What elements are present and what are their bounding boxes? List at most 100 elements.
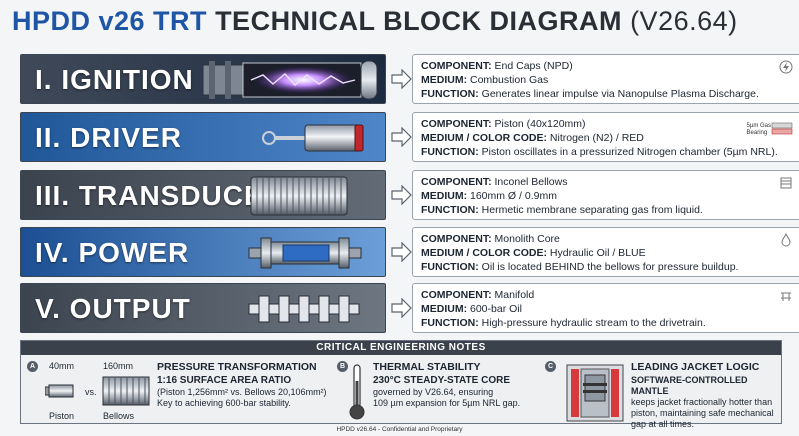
output-function: High-pressure hydraulic stream to the dr… bbox=[481, 317, 706, 329]
ignition-component: End Caps (NPD) bbox=[494, 60, 573, 72]
transducer-label: III. TRANSDUCER bbox=[35, 180, 285, 211]
medium-key: MEDIUM: bbox=[421, 190, 468, 202]
output-band: V. OUTPUT bbox=[20, 283, 386, 333]
driver-card: COMPONENT: Piston (40x120mm) MEDIUM / CO… bbox=[412, 112, 799, 162]
badge-c: C bbox=[545, 361, 556, 372]
medium-key: MEDIUM: bbox=[421, 74, 468, 86]
function-key: FUNCTION: bbox=[421, 204, 479, 216]
block-power: IV. POWER COMPONENT: Monolith Core MEDIU… bbox=[20, 227, 799, 277]
manifold-icon bbox=[781, 292, 791, 301]
component-key: COMPONENT: bbox=[421, 233, 492, 245]
block-output: V. OUTPUT COMPONENT: Manifold MEDIUM: 60… bbox=[20, 283, 799, 333]
engineering-notes-panel: CRITICAL ENGINEERING NOTES A 40mm 160mm … bbox=[20, 340, 783, 429]
output-component: Manifold bbox=[494, 289, 535, 301]
component-key: COMPONENT: bbox=[421, 60, 492, 72]
transducer-medium: 160mm Ø / 0.9mm bbox=[470, 190, 557, 202]
power-card: COMPONENT: Monolith Core MEDIUM / COLOR … bbox=[412, 227, 799, 277]
piston-caption: Piston bbox=[49, 411, 75, 421]
note-b-subtitle: 230°C STEADY-STATE CORE bbox=[373, 375, 510, 386]
ignition-function: Generates linear impulse via Nanopulse P… bbox=[481, 88, 759, 100]
badge-a: A bbox=[27, 361, 38, 372]
note-c-line3: gap at all times. bbox=[631, 419, 695, 429]
driver-function: Piston oscillates in a pressurized Nitro… bbox=[481, 146, 778, 158]
ignition-chamber-illustration bbox=[202, 60, 378, 100]
lightning-icon bbox=[779, 60, 793, 74]
block-transducer: III. TRANSDUCER COMPONENT: Inconel Bello… bbox=[20, 170, 799, 220]
badge-b: B bbox=[337, 361, 348, 372]
ignition-medium: Combustion Gas bbox=[470, 74, 549, 86]
power-arrow bbox=[391, 242, 412, 262]
transducer-arrow bbox=[391, 185, 412, 205]
title-part-3: (V26.64) bbox=[630, 6, 738, 36]
note-a-subtitle: 1:16 SURFACE AREA RATIO bbox=[157, 375, 292, 386]
function-key: FUNCTION: bbox=[421, 261, 479, 273]
ignition-band: I. IGNITION bbox=[20, 54, 386, 104]
ignition-label: I. IGNITION bbox=[35, 64, 194, 95]
function-key: FUNCTION: bbox=[421, 88, 479, 100]
power-medium: Hydraulic Oil / BLUE bbox=[549, 247, 646, 259]
transducer-function: Hermetic membrane separating gas from li… bbox=[481, 204, 703, 216]
footer-text: HPDD v26.64 - Confidential and Proprieta… bbox=[336, 426, 463, 433]
note-c-line2: piston, maintaining safe mechanical bbox=[631, 408, 774, 418]
title-part-2: TECHNICAL BLOCK DIAGRAM bbox=[215, 6, 623, 36]
medium-key: MEDIUM / COLOR CODE: bbox=[421, 247, 547, 259]
output-medium: 600-bar Oil bbox=[470, 303, 522, 315]
driver-component: Piston (40x120mm) bbox=[494, 118, 586, 130]
jacket-illustration bbox=[566, 364, 624, 422]
medium-key: MEDIUM: bbox=[421, 303, 468, 315]
note-a-line1: (Piston 1,256mm² vs. Bellows 20,106mm²) bbox=[157, 387, 327, 397]
component-key: COMPONENT: bbox=[421, 289, 492, 301]
note-c-title: LEADING JACKET LOGIC bbox=[631, 361, 760, 373]
medium-key: MEDIUM / COLOR CODE: bbox=[421, 132, 547, 144]
gas-bearing-icon bbox=[771, 122, 793, 135]
note-b-line1: governed by V26.64, ensuring bbox=[373, 387, 494, 397]
piston-illustration bbox=[262, 124, 364, 152]
block-ignition: I. IGNITION COMPONENT: End Caps (NPD) ME… bbox=[20, 54, 799, 104]
power-component: Monolith Core bbox=[494, 233, 560, 245]
function-key: FUNCTION: bbox=[421, 317, 479, 329]
note-a-line2: Key to achieving 600-bar stability. bbox=[157, 398, 291, 408]
note-b: B THERMAL STABILITY 230°C STEADY-STATE C… bbox=[333, 355, 543, 425]
power-label: IV. POWER bbox=[35, 237, 190, 268]
output-arrow bbox=[391, 298, 412, 318]
note-a: A 40mm 160mm vs. Piston Bellows PRESSURE… bbox=[21, 355, 331, 425]
notes-header: CRITICAL ENGINEERING NOTES bbox=[21, 341, 781, 355]
note-c: C LEADING JACKET LOGIC SOFTWARE-CONTROLL… bbox=[543, 355, 783, 429]
ignition-arrow bbox=[391, 69, 412, 89]
power-band: IV. POWER bbox=[20, 227, 386, 277]
ignition-card: COMPONENT: End Caps (NPD) MEDIUM: Combus… bbox=[412, 54, 799, 104]
note-a-title: PRESSURE TRANSFORMATION bbox=[157, 361, 317, 373]
transducer-component: Inconel Bellows bbox=[494, 176, 568, 188]
transducer-band: III. TRANSDUCER bbox=[20, 170, 386, 220]
driver-arrow bbox=[391, 127, 412, 147]
bellows-icon bbox=[780, 177, 792, 189]
note-b-title: THERMAL STABILITY bbox=[373, 361, 481, 373]
page-title: HPDD v26 TRT TECHNICAL BLOCK DIAGRAM (V2… bbox=[12, 6, 792, 40]
transducer-card: COMPONENT: Inconel Bellows MEDIUM: 160mm… bbox=[412, 170, 799, 220]
manifold-illustration bbox=[248, 295, 360, 323]
dim-160mm: 160mm bbox=[103, 361, 134, 371]
driver-label: II. DRIVER bbox=[35, 122, 182, 153]
component-key: COMPONENT: bbox=[421, 118, 492, 130]
block-driver: II. DRIVER COMPONENT: Piston (40x120mm) … bbox=[20, 112, 799, 162]
output-card: COMPONENT: Manifold MEDIUM: 600-bar Oil … bbox=[412, 283, 799, 333]
component-key: COMPONENT: bbox=[421, 176, 492, 188]
title-part-1: HPDD v26 TRT bbox=[12, 6, 208, 36]
power-function: Oil is located BEHIND the bellows for pr… bbox=[481, 261, 739, 273]
dim-40mm: 40mm bbox=[49, 361, 75, 371]
vs-label: vs. bbox=[85, 387, 97, 397]
bellows-illustration bbox=[250, 176, 348, 216]
function-key: FUNCTION: bbox=[421, 146, 479, 158]
note-c-subtitle: SOFTWARE-CONTROLLED MANTLE bbox=[631, 375, 748, 396]
driver-medium: Nitrogen (N2) / RED bbox=[549, 132, 644, 144]
thermometer-icon bbox=[349, 364, 365, 420]
output-label: V. OUTPUT bbox=[35, 293, 191, 324]
note-b-line2: 109 µm expansion for 5µm NRL gap. bbox=[373, 398, 521, 408]
drop-icon bbox=[781, 233, 791, 247]
area-comparison-illustration bbox=[45, 376, 150, 406]
bellows-caption: Bellows bbox=[103, 411, 135, 421]
driver-band: II. DRIVER bbox=[20, 112, 386, 162]
note-c-line1: keeps jacket fractionally hotter than bbox=[631, 397, 773, 407]
monolith-core-illustration bbox=[248, 237, 362, 269]
